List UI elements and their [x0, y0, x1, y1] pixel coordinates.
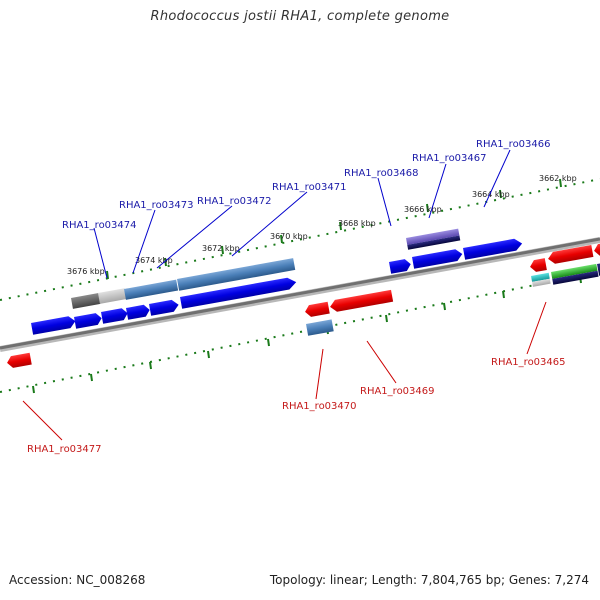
kbp-tick-label: 3664 kbp [472, 190, 510, 199]
gene-feature[interactable] [6, 352, 32, 369]
kbp-tick-label: 3674 kbp [135, 256, 173, 265]
gene-feature[interactable] [304, 301, 330, 318]
gene-label[interactable]: RHA1_ro03472 [197, 196, 272, 207]
kbp-tick-label: 3676 kbp [67, 267, 105, 276]
kbp-ruler-major-ticks [106, 178, 562, 280]
gene-feature[interactable] [177, 258, 296, 291]
gene-label[interactable]: RHA1_ro03471 [272, 182, 347, 193]
gene-label[interactable]: RHA1_ro03467 [412, 153, 487, 164]
kbp-tick-labels: 3676 kbp 3674 kbp 3672 kbp 3670 kbp 3668… [67, 174, 577, 276]
kbp-tick-label: 3662 kbp [539, 174, 577, 183]
gene-label[interactable]: RHA1_ro03470 [282, 401, 357, 412]
gene-feature[interactable] [463, 238, 523, 260]
gene-feature[interactable] [124, 279, 179, 300]
gene-feature[interactable] [149, 299, 180, 316]
forward-strand-genes [31, 228, 523, 335]
kbp-tick-label: 3670 kbp [270, 232, 308, 241]
genome-summary-text: Topology: linear; Length: 7,804,765 bp; … [269, 573, 589, 587]
accession-text: Accession: NC_008268 [9, 573, 146, 587]
reverse-gene-labels: RHA1_ro03477 RHA1_ro03470 RHA1_ro03469 R… [27, 357, 566, 455]
gene-feature[interactable] [71, 293, 101, 309]
genome-title: Rhodococcus jostii RHA1, complete genome [150, 9, 450, 24]
gene-feature[interactable] [306, 319, 334, 336]
gene-feature[interactable] [126, 304, 151, 320]
gene-feature[interactable] [593, 242, 600, 257]
reverse-strand-genes [6, 242, 600, 369]
chromosome-backbone [0, 237, 600, 352]
kbp-tick-label: 3668 kbp [338, 219, 376, 228]
forward-gene-callouts [93, 149, 511, 279]
gene-feature[interactable] [389, 258, 412, 274]
kbp-ruler-upper [0, 178, 600, 301]
gene-label[interactable]: RHA1_ro03466 [476, 139, 551, 150]
gene-feature[interactable] [74, 312, 103, 329]
gene-label[interactable]: RHA1_ro03477 [27, 444, 102, 455]
gene-label[interactable]: RHA1_ro03473 [119, 200, 194, 211]
gene-label[interactable]: RHA1_ro03468 [344, 168, 419, 179]
gene-feature[interactable] [180, 276, 297, 309]
gene-label[interactable]: RHA1_ro03469 [360, 386, 435, 397]
gene-feature[interactable] [412, 248, 463, 269]
kbp-tick-label: 3672 kbp [202, 244, 240, 253]
reverse-gene-callouts [22, 301, 547, 441]
gene-feature[interactable] [329, 289, 394, 313]
gene-feature[interactable] [597, 262, 600, 276]
gene-label[interactable]: RHA1_ro03465 [491, 357, 566, 368]
gene-feature[interactable] [98, 288, 127, 304]
gene-feature[interactable] [31, 315, 76, 335]
gene-label[interactable]: RHA1_ro03474 [62, 220, 137, 231]
gene-feature[interactable] [551, 263, 599, 285]
kbp-tick-label: 3666 kbp [404, 205, 442, 214]
forward-gene-labels: RHA1_ro03474 RHA1_ro03473 RHA1_ro03472 R… [62, 139, 551, 231]
gene-feature[interactable] [101, 307, 129, 324]
gene-feature[interactable] [547, 245, 594, 265]
gene-feature[interactable] [531, 272, 551, 287]
gene-feature[interactable] [529, 258, 547, 273]
gene-feature[interactable] [406, 228, 461, 250]
